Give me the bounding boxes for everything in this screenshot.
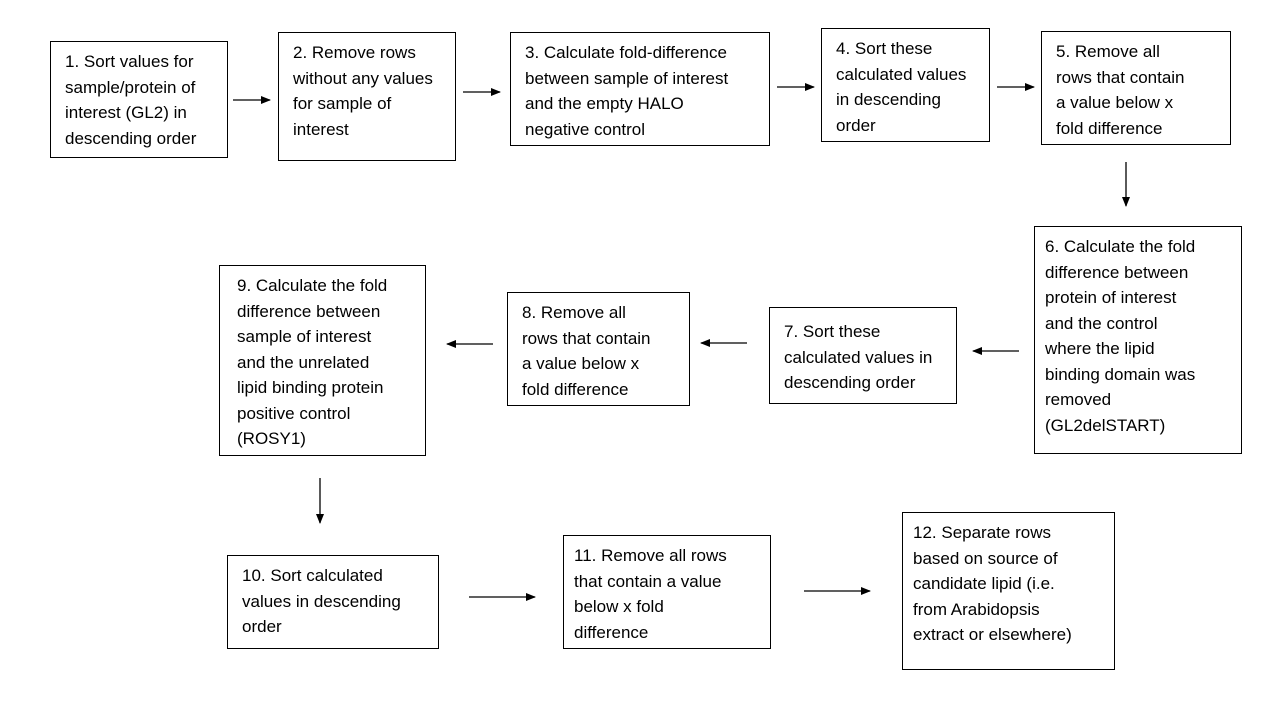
step-3-text: 3. Calculate fold-difference between sam… — [525, 43, 729, 139]
step-10-box: 10. Sort calculated values in descending… — [227, 555, 439, 649]
step-5-box: 5. Remove all rows that contain a value … — [1041, 31, 1231, 145]
step-4-text: 4. Sort these calculated values in desce… — [836, 39, 967, 135]
step-10-text: 10. Sort calculated values in descending… — [242, 566, 401, 636]
step-8-box: 8. Remove all rows that contain a value … — [507, 292, 690, 406]
step-6-text: 6. Calculate the fold difference between… — [1045, 237, 1196, 435]
step-1-box: 1. Sort values for sample/protein of int… — [50, 41, 228, 158]
step-9-box: 9. Calculate the fold difference between… — [219, 265, 426, 456]
step-12-box: 12. Separate rows based on source of can… — [902, 512, 1115, 670]
step-2-box: 2. Remove rows without any values for sa… — [278, 32, 456, 161]
step-11-box: 11. Remove all rows that contain a value… — [563, 535, 771, 649]
step-3-box: 3. Calculate fold-difference between sam… — [510, 32, 770, 146]
step-6-box: 6. Calculate the fold difference between… — [1034, 226, 1242, 454]
step-2-text: 2. Remove rows without any values for sa… — [293, 43, 433, 139]
step-9-text: 9. Calculate the fold difference between… — [237, 276, 388, 448]
step-7-box: 7. Sort these calculated values in desce… — [769, 307, 957, 404]
step-4-box: 4. Sort these calculated values in desce… — [821, 28, 990, 142]
step-11-text: 11. Remove all rows that contain a value… — [574, 546, 727, 642]
step-1-text: 1. Sort values for sample/protein of int… — [65, 52, 197, 148]
step-12-text: 12. Separate rows based on source of can… — [913, 523, 1072, 644]
step-7-text: 7. Sort these calculated values in desce… — [784, 322, 933, 392]
step-5-text: 5. Remove all rows that contain a value … — [1056, 42, 1185, 138]
step-8-text: 8. Remove all rows that contain a value … — [522, 303, 651, 399]
